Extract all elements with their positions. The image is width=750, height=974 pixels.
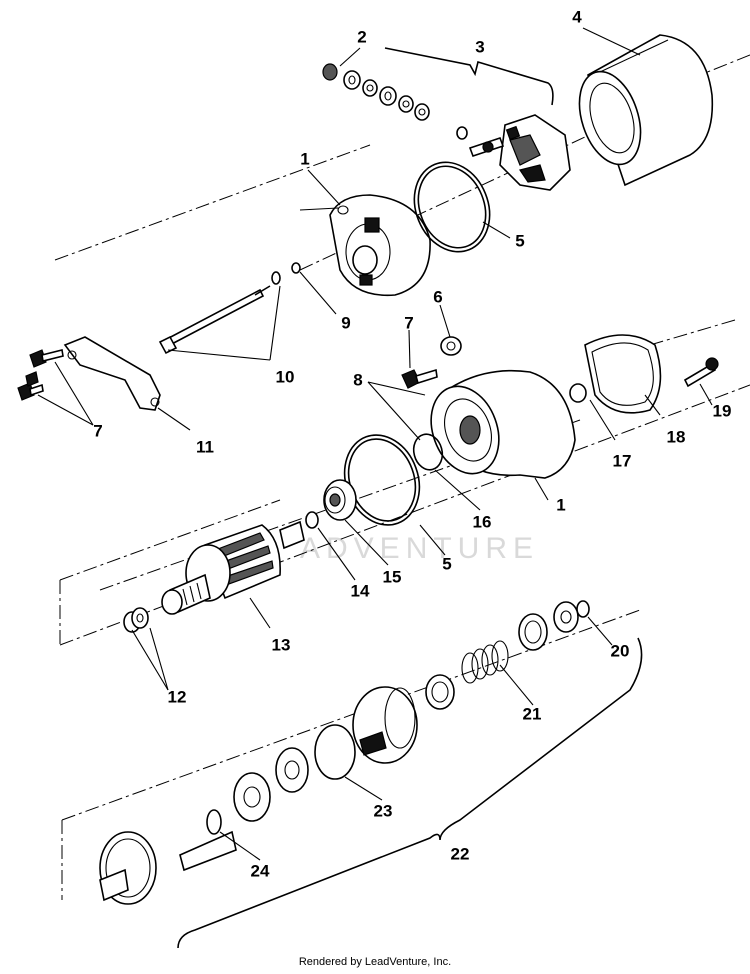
gasket-18 — [584, 334, 662, 414]
watermark: ADVENTURE — [300, 532, 539, 565]
callout-23: 23 — [374, 801, 393, 820]
callout-labels: 1 1 2 3 4 5 5 6 7 7 8 9 10 11 12 13 14 1… — [93, 7, 731, 880]
mounting-bracket — [17, 336, 161, 411]
callout-2: 2 — [357, 27, 366, 46]
callout-20: 20 — [611, 641, 630, 660]
callout-13: 13 — [272, 635, 291, 654]
callout-19: 19 — [713, 401, 732, 420]
callout-1-upper: 1 — [300, 149, 309, 168]
callout-18: 18 — [667, 427, 686, 446]
front-housing — [401, 336, 576, 479]
pinion-shaft — [99, 830, 237, 905]
washer-14 — [305, 511, 319, 529]
callout-7-upper: 7 — [404, 313, 413, 332]
snap-ring-24 — [206, 809, 222, 835]
callout-15: 15 — [383, 567, 402, 586]
through-bolts — [158, 271, 281, 355]
credit-line: Rendered by LeadVenture, Inc. — [298, 956, 452, 968]
callout-1-lower: 1 — [556, 495, 565, 514]
clutch-parts-20-21 — [425, 600, 590, 710]
callout-5-upper: 5 — [515, 231, 524, 250]
callout-12: 12 — [168, 687, 187, 706]
o-ring-upper — [413, 161, 491, 253]
washer-9 — [291, 262, 301, 274]
screw-19 — [683, 362, 717, 388]
o-ring-lower — [343, 434, 421, 526]
bearing-15 — [323, 479, 357, 521]
callout-10: 10 — [276, 367, 295, 386]
callout-22: 22 — [451, 844, 470, 863]
callout-9: 9 — [341, 313, 350, 332]
washer-17 — [569, 383, 587, 403]
yoke-housing — [578, 34, 714, 187]
o-ring-16 — [412, 433, 444, 471]
callout-14: 14 — [351, 581, 370, 600]
callout-5-lower: 5 — [442, 554, 451, 573]
snap-ring-23 — [314, 724, 356, 780]
brush-holder-hardware — [322, 63, 571, 191]
bracket-3 — [384, 47, 554, 106]
callout-6: 6 — [433, 287, 442, 306]
callout-8: 8 — [353, 370, 362, 389]
washers-12 — [123, 607, 149, 633]
callout-24: 24 — [251, 861, 270, 880]
armature — [161, 520, 305, 615]
callout-3: 3 — [475, 37, 484, 56]
pinion-washers — [233, 747, 309, 822]
leader-lines — [37, 27, 713, 861]
clutch-gear — [352, 686, 418, 764]
callout-21: 21 — [523, 704, 542, 723]
callout-17: 17 — [613, 451, 632, 470]
callout-16: 16 — [473, 512, 492, 531]
bracket-22 — [177, 637, 643, 949]
callout-4: 4 — [572, 7, 582, 26]
rear-end-cover — [329, 194, 431, 297]
callout-7-lower: 7 — [93, 421, 102, 440]
callout-11: 11 — [196, 437, 214, 456]
